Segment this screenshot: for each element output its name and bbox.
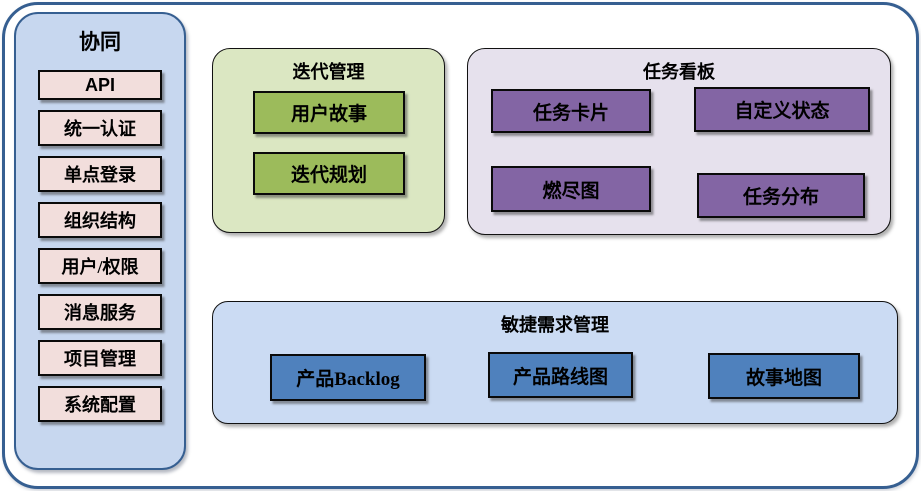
node-system-config: 系统配置 — [38, 386, 162, 422]
agile-requirements-group: 敏捷需求管理 产品Backlog 产品路线图 故事地图 — [212, 301, 898, 424]
collaboration-items: API 统一认证 单点登录 组织结构 用户/权限 消息服务 项目管理 系统配置 — [38, 70, 162, 422]
node-user-story: 用户故事 — [253, 91, 405, 134]
node-product-roadmap: 产品路线图 — [488, 352, 633, 398]
node-iteration-planning: 迭代规划 — [253, 152, 405, 195]
node-story-map: 故事地图 — [708, 353, 860, 399]
node-burndown-chart: 燃尽图 — [491, 166, 651, 212]
node-user-permissions: 用户/权限 — [38, 248, 162, 284]
task-board-group: 任务看板 任务卡片 自定义状态 燃尽图 任务分布 — [467, 48, 891, 235]
iteration-management-group: 迭代管理 用户故事 迭代规划 — [212, 48, 445, 233]
node-product-backlog: 产品Backlog — [270, 354, 426, 401]
task-board-title: 任务看板 — [643, 62, 715, 82]
node-single-sign-on: 单点登录 — [38, 156, 162, 192]
node-api: API — [38, 70, 162, 100]
node-project-management: 项目管理 — [38, 340, 162, 376]
node-message-service: 消息服务 — [38, 294, 162, 330]
node-task-card: 任务卡片 — [491, 89, 651, 133]
node-org-structure: 组织结构 — [38, 202, 162, 238]
node-custom-status: 自定义状态 — [694, 87, 870, 132]
collaboration-group: 协同 API 统一认证 单点登录 组织结构 用户/权限 消息服务 项目管理 系统… — [14, 12, 186, 470]
iteration-management-title: 迭代管理 — [292, 62, 365, 82]
node-unified-auth: 统一认证 — [38, 110, 162, 146]
agile-requirements-title: 敏捷需求管理 — [501, 315, 609, 335]
node-task-distribution: 任务分布 — [697, 173, 865, 218]
collaboration-group-title: 协同 — [79, 31, 121, 54]
